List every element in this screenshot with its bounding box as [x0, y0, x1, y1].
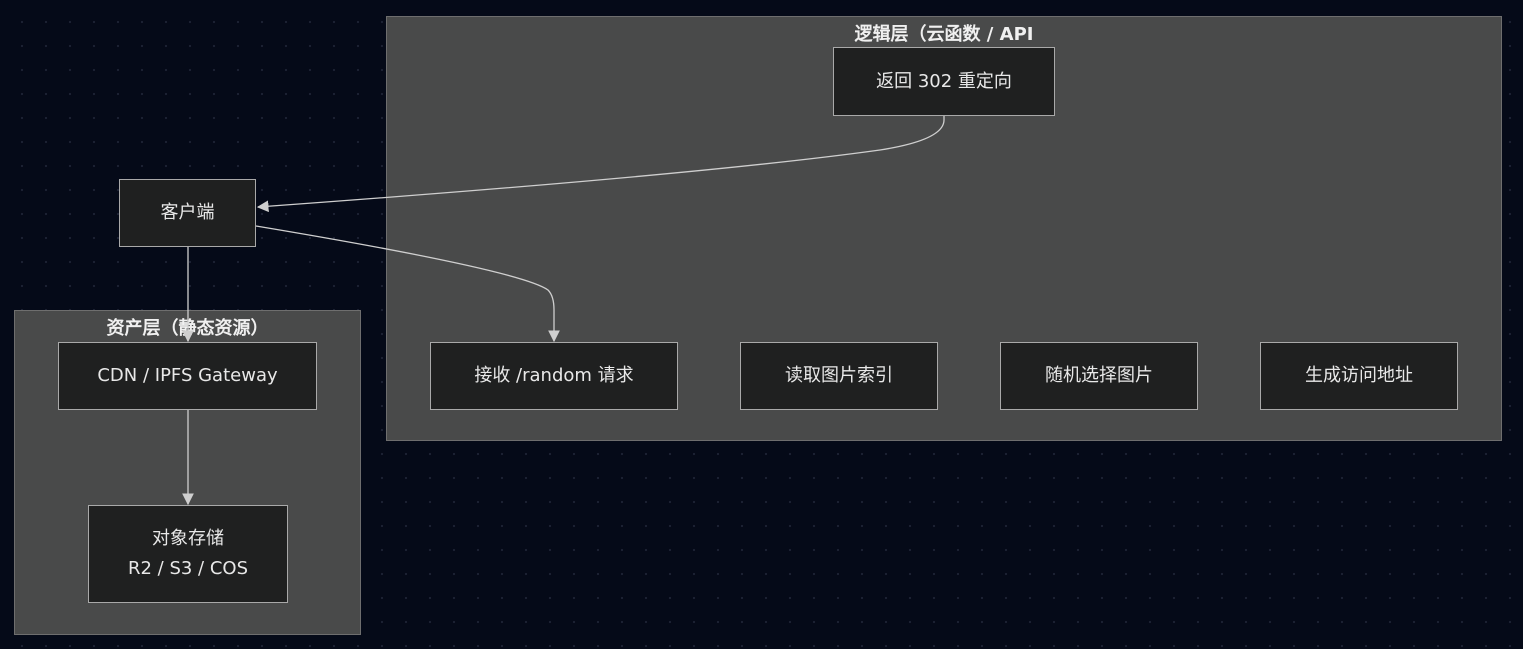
read-image-index-node-label: 读取图片索引	[785, 365, 893, 386]
client-node[interactable]: 客户端	[119, 179, 256, 247]
generate-access-url-node-label: 生成访问地址	[1305, 365, 1413, 386]
read-image-index-node[interactable]: 读取图片索引	[740, 342, 938, 410]
generate-access-url-node[interactable]: 生成访问地址	[1260, 342, 1458, 410]
asset-layer-title: 资产层（静态资源）	[106, 318, 269, 339]
receive-random-request-node[interactable]: 接收 /random 请求	[430, 342, 678, 410]
cdn-ipfs-gateway-node-label: CDN / IPFS Gateway	[97, 365, 278, 386]
object-storage-node-sublabel: R2 / S3 / COS	[127, 558, 248, 579]
redirect-302-node[interactable]: 返回 302 重定向	[833, 47, 1055, 116]
random-select-image-node-label: 随机选择图片	[1045, 365, 1153, 386]
redirect-302-node-label: 返回 302 重定向	[876, 70, 1012, 92]
random-select-image-node[interactable]: 随机选择图片	[1000, 342, 1198, 410]
object-storage-node-label: 对象存储	[152, 528, 224, 549]
client-node-label: 客户端	[160, 202, 215, 223]
receive-random-request-node-label: 接收 /random 请求	[474, 365, 634, 386]
logic-layer-title: 逻辑层（云函数 / API	[854, 24, 1034, 45]
object-storage-node[interactable]: 对象存储 R2 / S3 / COS	[88, 505, 288, 603]
cdn-ipfs-gateway-node[interactable]: CDN / IPFS Gateway	[58, 342, 317, 410]
